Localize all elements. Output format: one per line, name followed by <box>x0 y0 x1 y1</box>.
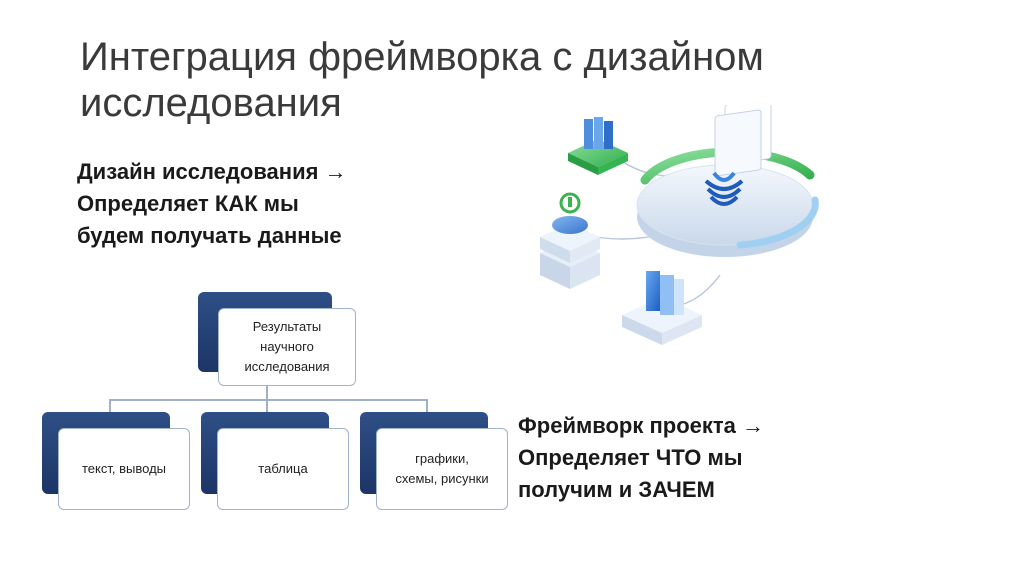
slide-title: Интеграция фреймворка с дизайном исследо… <box>80 35 764 125</box>
node-child-3: графики, схемы, рисунки <box>360 412 510 512</box>
node-root-line-2: научного <box>260 339 314 354</box>
node-child-2: таблица <box>201 412 351 512</box>
node-child-1-line-1: текст, выводы <box>82 461 166 476</box>
node-root-line-1: Результаты <box>252 319 322 334</box>
node-child-3-line-1: графики, <box>415 451 469 466</box>
node-child-2-box: таблица <box>217 428 349 510</box>
logo-mark <box>704 171 744 206</box>
connector-root-down <box>266 386 268 400</box>
connector-child-3 <box>426 399 428 413</box>
node-root-box: Результаты научного исследования <box>218 308 356 386</box>
documents-block <box>622 271 702 345</box>
design-line-1: Дизайн исследования → <box>77 159 347 184</box>
node-child-3-line-2: схемы, рисунки <box>395 471 489 486</box>
node-child-1-box: текст, выводы <box>58 428 190 510</box>
connector-child-1 <box>109 399 111 413</box>
connector-child-2 <box>266 399 268 413</box>
node-child-2-line-1: таблица <box>258 461 308 476</box>
node-root: Результаты научного исследования <box>198 292 358 392</box>
node-child-1: текст, выводы <box>42 412 192 512</box>
data-platform-illustration <box>540 105 830 345</box>
node-root-line-3: исследования <box>244 359 330 374</box>
central-disc <box>620 105 830 262</box>
design-line-2: Определяет КАК мы <box>77 191 299 216</box>
framework-description: Фреймворк проекта → Определяет ЧТО мы по… <box>518 410 838 506</box>
connector-horizontal <box>109 399 428 401</box>
framework-line-1: Фреймворк проекта → <box>518 413 765 438</box>
node-child-3-box: графики, схемы, рисунки <box>376 428 508 510</box>
server-stack <box>540 192 600 289</box>
framework-line-3: получим и ЗАЧЕМ <box>518 477 715 502</box>
folders-block <box>568 117 628 175</box>
design-line-3: будем получать данные <box>77 223 342 248</box>
framework-line-2: Определяет ЧТО мы <box>518 445 743 470</box>
design-description: Дизайн исследования → Определяет КАК мы … <box>77 156 437 252</box>
